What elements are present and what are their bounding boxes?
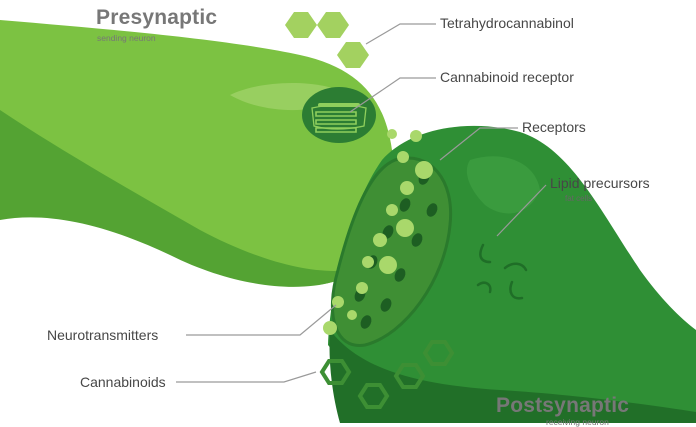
leader-line-cannabinoids (176, 372, 316, 382)
neurotransmitter-dot (410, 130, 422, 142)
neurotransmitter-dot (379, 256, 397, 274)
label-cannabinoid-receptor: Cannabinoid receptor (440, 69, 574, 85)
neurotransmitter-dot (400, 181, 414, 195)
label-tetrahydrocannabinol: Tetrahydrocannabinol (440, 15, 574, 31)
neurotransmitter-dot (373, 233, 387, 247)
neurotransmitter-dot (347, 310, 357, 320)
neurotransmitter-dot (386, 204, 398, 216)
neurotransmitter-dot (415, 161, 433, 179)
label-cannabinoids: Cannabinoids (80, 374, 166, 390)
presynaptic-subtitle: sending neuron (97, 33, 156, 43)
neurotransmitter-dot (397, 151, 409, 163)
neurotransmitter-dot (323, 321, 337, 335)
thc-hexagon (317, 12, 349, 38)
presynaptic-title: Presynaptic (96, 6, 217, 30)
label-fat-cells: fat cells (565, 194, 592, 203)
label-receptors: Receptors (522, 119, 586, 135)
neurotransmitter-dot (387, 129, 397, 139)
neurotransmitter-dot (362, 256, 374, 268)
label-neurotransmitters: Neurotransmitters (47, 327, 158, 343)
thc-hexagon (285, 12, 317, 38)
cannabinoid-receptor-icon (302, 87, 376, 143)
thc-hexagon (337, 42, 369, 68)
neurotransmitter-dot (396, 219, 414, 237)
neurotransmitter-dot (356, 282, 368, 294)
leader-line-neurotransmitters (186, 305, 336, 335)
presynaptic-neuron (0, 20, 393, 287)
postsynaptic-neuron (328, 126, 696, 423)
label-lipid-precursors: Lipid precursors (550, 175, 650, 191)
leader-line-thc (366, 24, 436, 44)
postsynaptic-subtitle: receiving neuron (546, 417, 609, 427)
postsynaptic-title: Postsynaptic (496, 394, 629, 418)
